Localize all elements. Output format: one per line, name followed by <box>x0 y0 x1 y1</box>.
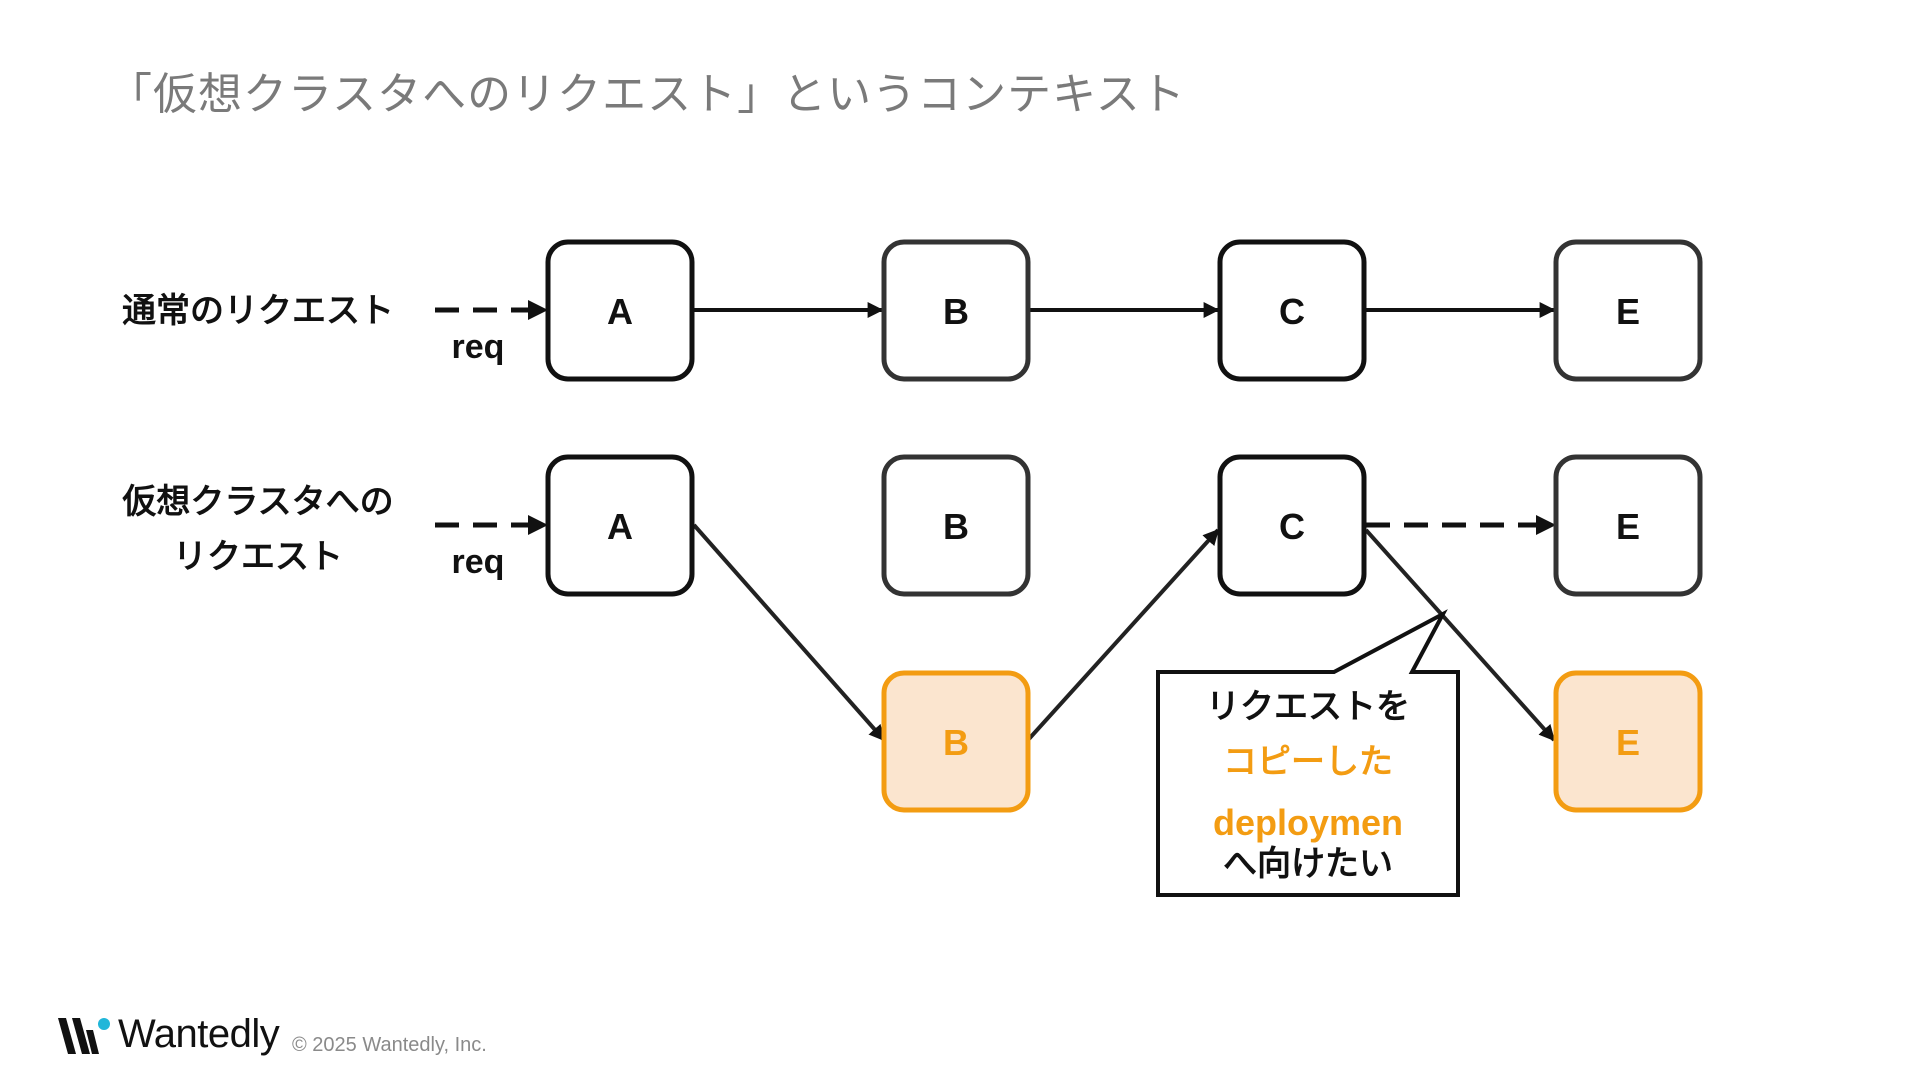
callout-line4: へ向けたい <box>1223 844 1393 884</box>
node-c-row2: C <box>1217 454 1367 597</box>
brand-wordmark: Wantedly <box>118 1012 280 1056</box>
callout-bubble: リクエストを コピーした deploymen へ向けたい <box>1156 609 1460 897</box>
callout-line3: deploymen <box>1213 802 1403 843</box>
node-a-row2-label: A <box>607 506 633 547</box>
node-a-row1: A <box>545 239 695 382</box>
node-c-row1: C <box>1217 239 1367 382</box>
node-a-row1-label: A <box>607 291 633 332</box>
edge-a-to-b-copy <box>692 523 886 742</box>
copyright-text: © 2025 Wantedly, Inc. <box>292 1034 487 1056</box>
node-e-copy-label: E <box>1616 722 1640 763</box>
callout-line2: コピーした <box>1223 742 1393 782</box>
req-label-row2: req <box>452 543 505 581</box>
node-b-copy: B <box>881 670 1031 813</box>
node-c-row2-label: C <box>1279 506 1305 547</box>
node-b-row2: B <box>881 454 1031 597</box>
node-b-row2-label: B <box>943 506 969 547</box>
node-b-row1: B <box>881 239 1031 382</box>
edge-b-copy-to-c <box>1026 528 1220 742</box>
node-e-row1: E <box>1553 239 1703 382</box>
node-c-row1-label: C <box>1279 291 1305 332</box>
row-label-normal: 通常のリクエスト <box>122 291 394 331</box>
callout-line1: リクエストを <box>1206 687 1410 727</box>
node-a-row2: A <box>545 454 695 597</box>
row-label-virtual-line1: 仮想クラスタへの <box>121 482 393 522</box>
wantedly-logo-icon <box>58 1018 110 1054</box>
node-b-row1-label: B <box>943 291 969 332</box>
node-e-row1-label: E <box>1616 291 1640 332</box>
slide-title: 「仮想クラスタへのリクエスト」というコンテキスト <box>108 69 1186 120</box>
callout-shape <box>1156 609 1460 897</box>
row-label-virtual-line2: リクエスト <box>173 537 343 577</box>
node-b-copy-label: B <box>943 722 969 763</box>
node-e-row2-label: E <box>1616 506 1640 547</box>
edge-c-to-e-copy <box>1364 528 1556 742</box>
node-e-row2: E <box>1553 454 1703 597</box>
req-label-row1: req <box>452 328 505 366</box>
node-e-copy: E <box>1553 670 1703 813</box>
